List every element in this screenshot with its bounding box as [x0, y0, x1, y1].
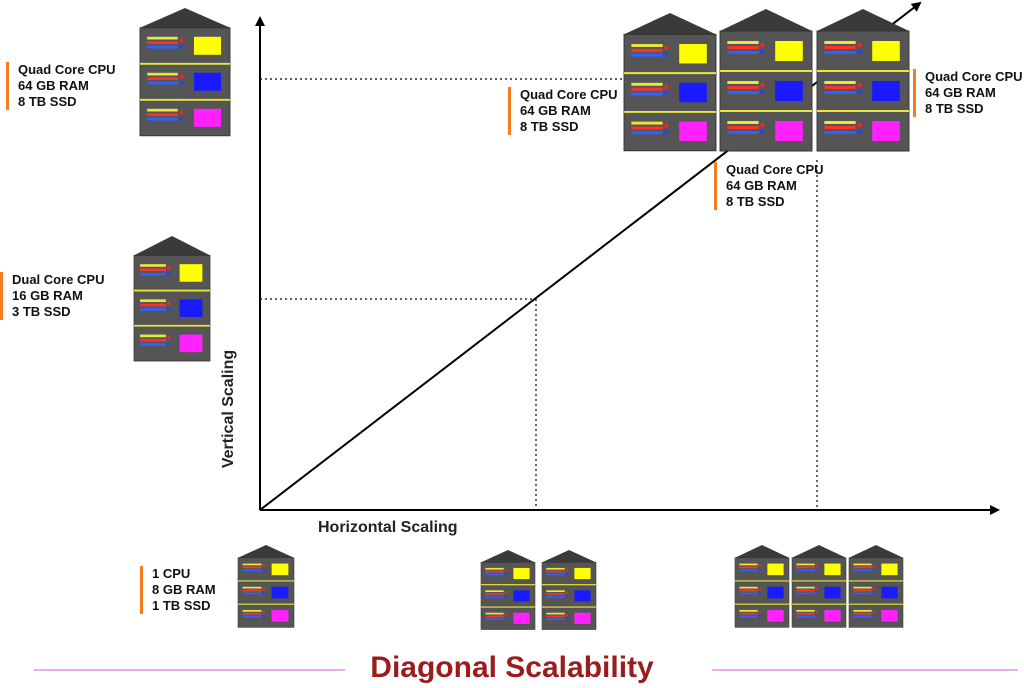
- server-rack-icon: [719, 8, 813, 152]
- spec-label-large-c: Quad Core CPU 64 GB RAM 8 TB SSD: [913, 69, 1023, 117]
- server-rack-icon: [734, 544, 790, 628]
- server-rack-icon: [848, 544, 904, 628]
- spec-label-large-left: Quad Core CPU 64 GB RAM 8 TB SSD: [6, 62, 116, 110]
- server-rack-icon: [791, 544, 847, 628]
- server-rack-icon: [623, 12, 717, 152]
- spec-label-small: 1 CPU 8 GB RAM 1 TB SSD: [140, 566, 216, 614]
- server-rack-icon: [237, 544, 295, 628]
- page-title: Diagonal Scalability: [370, 651, 654, 684]
- spec-label-large-b: Quad Core CPU 64 GB RAM 8 TB SSD: [714, 162, 824, 210]
- spec-label-medium: Dual Core CPU 16 GB RAM 3 TB SSD: [0, 272, 104, 320]
- spec-label-large-a: Quad Core CPU 64 GB RAM 8 TB SSD: [508, 87, 618, 135]
- server-rack-icon: [139, 7, 231, 137]
- server-rack-icon: [816, 8, 910, 152]
- server-rack-icon: [541, 549, 597, 631]
- server-rack-icon: [133, 235, 211, 362]
- server-rack-icon: [480, 549, 536, 631]
- y-axis-label: Vertical Scaling: [220, 349, 238, 469]
- x-axis-label: Horizontal Scaling: [318, 519, 458, 536]
